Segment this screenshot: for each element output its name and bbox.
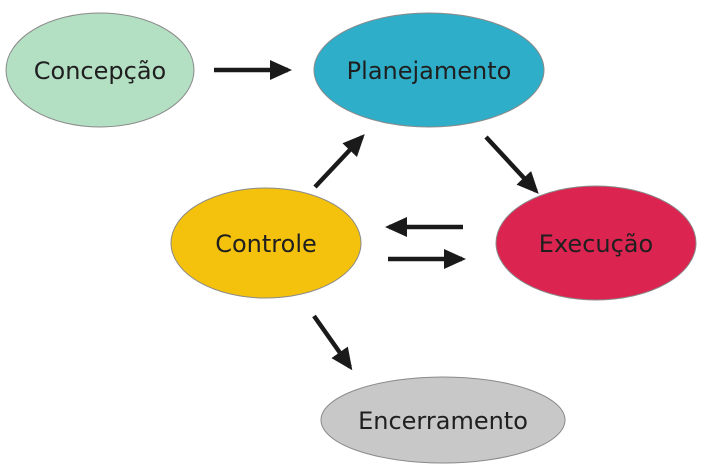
- node-encerramento-label: Encerramento: [358, 407, 528, 435]
- node-concepcao-label: Concepção: [34, 57, 166, 85]
- node-planejamento-label: Planejamento: [347, 57, 512, 85]
- node-execucao-shape: [495, 185, 697, 301]
- node-planejamento: Planejamento: [313, 12, 545, 128]
- node-controle-label: Controle: [215, 230, 317, 258]
- node-execucao: Execução: [495, 185, 697, 301]
- arrows: [214, 60, 539, 371]
- node-concepcao-shape: [5, 12, 195, 128]
- node-controle-shape: [170, 187, 362, 299]
- arrow-controle-to-planejamento: [313, 134, 365, 189]
- node-execucao-label: Execução: [539, 230, 653, 258]
- arrow-controle-to-encerramento: [312, 314, 353, 371]
- node-controle: Controle: [170, 187, 362, 299]
- node-encerramento: Encerramento: [320, 376, 566, 464]
- node-encerramento-shape: [320, 376, 566, 464]
- arrow-planejamento-to-execucao: [484, 135, 539, 194]
- node-planejamento-shape: [313, 12, 545, 128]
- node-concepcao: Concepção: [5, 12, 195, 128]
